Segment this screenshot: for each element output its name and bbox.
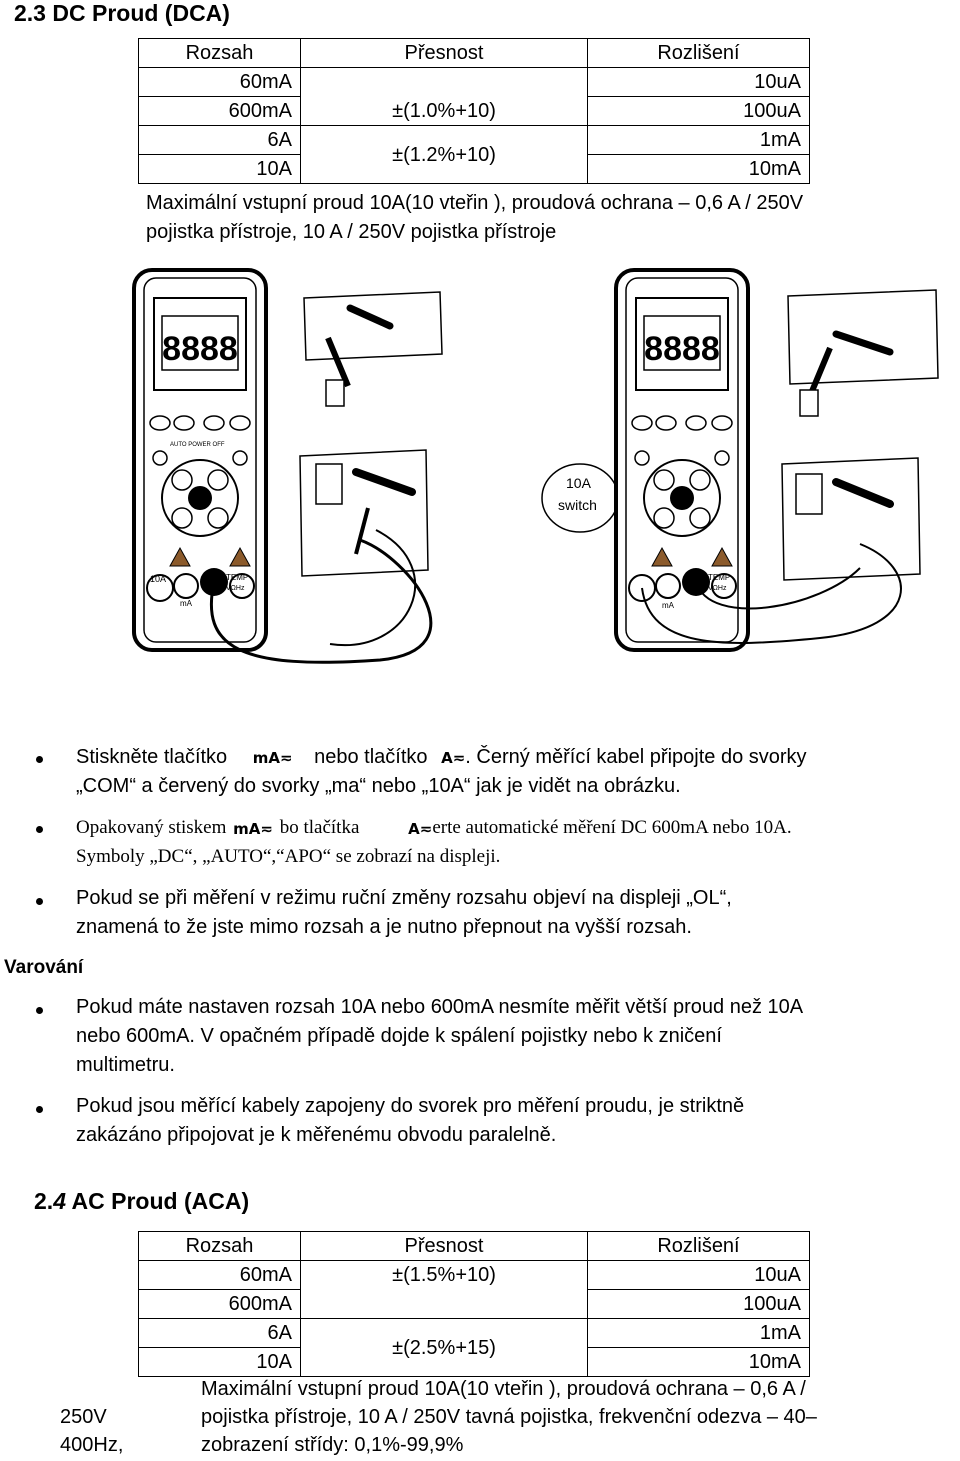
resolution-cell: 100uA: [587, 1289, 810, 1319]
ac-left-label-2: 400Hz,: [60, 1434, 124, 1456]
resolution-cell: 10uA: [587, 67, 810, 97]
instruction-2-line1: Opakovaný stiskem mA≂ bo tlačítka A≂erte…: [76, 817, 792, 839]
bullet-dot: [36, 826, 43, 833]
bullet-dot: [36, 898, 43, 905]
accuracy-cell: ±(1.5%+10): [300, 1260, 588, 1319]
table-header-row: Rozsah Přesnost Rozlišení: [138, 1231, 810, 1261]
ma-button-icon: mA≂: [233, 819, 273, 838]
warning-1-line3: multimetru.: [76, 1054, 175, 1076]
temp-label: TEMP: [708, 573, 730, 582]
resolution-cell: 1mA: [587, 1318, 810, 1348]
instruction-text: nebo tlačítko: [314, 746, 428, 768]
table-row: 10A 10mA: [138, 1347, 810, 1377]
switch-label-10a: 10A: [566, 475, 592, 491]
range-cell: 10A: [138, 154, 301, 184]
resolution-cell: 100uA: [587, 96, 810, 126]
table-row: 10A 10mA: [138, 154, 810, 184]
table-row: 6A ±(1.2%+10) 1mA: [138, 125, 810, 184]
instruction-text: Stiskněte tlačítko: [76, 746, 228, 768]
instruction-3-line2: znamená to že jste mimo rozsah a je nutn…: [76, 916, 692, 938]
ma-button-icon: mA≂: [252, 748, 293, 767]
multimeter-figure: 8888 AUTO POWER OFF 10A mA TEMP VΩHz 10A: [132, 268, 939, 664]
multimeter-left: 8888 AUTO POWER OFF 10A mA TEMP VΩHz: [132, 268, 268, 652]
resolution-cell: 1mA: [587, 125, 810, 155]
ac-left-label-1: 250V: [60, 1406, 107, 1428]
instruction-text: erte automatické měření DC 600mA nebo 10…: [432, 817, 792, 838]
dc-heading: 2.3 DC Proud (DCA): [14, 0, 230, 26]
right-display-digits: 8888: [644, 330, 720, 368]
port-ma-label: mA: [180, 599, 193, 608]
instruction-3-line1: Pokud se při měření v režimu ruční změny…: [76, 887, 732, 909]
instruction-2-line2: Symboly „DC“, „AUTO“,“APO“ se zobrazí na…: [76, 846, 501, 867]
resolution-cell: 10uA: [587, 1260, 810, 1290]
instruction-text: Opakovaný stiskem: [76, 817, 227, 838]
ac-note-line2: pojistka přístroje, 10 A / 250V tavná po…: [201, 1406, 817, 1428]
multimeter-right: 8888 mA TEMP VΩHz: [614, 268, 750, 652]
ac-heading-rest: AC Proud (ACA): [65, 1188, 250, 1214]
instruction-1-line1: Stiskněte tlačítko mA≂ nebo tlačítko A≂.…: [76, 746, 807, 769]
left-display-digits: 8888: [162, 330, 238, 368]
header-accuracy: Přesnost: [300, 1231, 588, 1261]
vohm-label: VΩHz: [708, 585, 727, 592]
a-button-icon: A≂: [441, 748, 466, 767]
header-accuracy: Přesnost: [300, 38, 588, 68]
range-cell: 60mA: [138, 67, 301, 97]
range-cell: 600mA: [138, 1289, 301, 1319]
range-cell: 6A: [138, 1318, 301, 1348]
range-cell: 60mA: [138, 1260, 301, 1290]
ac-note-line1: Maximální vstupní proud 10A(10 vteřin ),…: [201, 1378, 806, 1400]
range-cell: 6A: [138, 125, 301, 155]
port-ma-label: mA: [662, 601, 675, 610]
bullet-dot: [36, 1007, 43, 1014]
dc-note-line1: Maximální vstupní proud 10A(10 vteřin ),…: [146, 192, 804, 214]
instruction-text: bo tlačítka: [279, 817, 360, 838]
header-range: Rozsah: [138, 1231, 301, 1261]
dc-spec-table: Rozsah Přesnost Rozlišení 60mA ±(1.0%+10…: [138, 38, 810, 184]
temp-label: TEMP: [226, 573, 248, 582]
warning-title: Varování: [4, 957, 84, 978]
accuracy-cell: ±(1.2%+10): [300, 125, 588, 184]
range-cell: 10A: [138, 1347, 301, 1377]
port-10a-label: 10A: [150, 574, 166, 584]
header-range: Rozsah: [138, 38, 301, 68]
auto-power-off-label: AUTO POWER OFF: [170, 442, 225, 448]
warning-1-line2: nebo 600mA. V opačném případě dojde k sp…: [76, 1025, 722, 1047]
ac-heading: 2.4 AC Proud (ACA): [34, 1188, 249, 1215]
switch-label-switch: switch: [558, 497, 597, 513]
table-row: 60mA ±(1.5%+10) 10uA: [138, 1260, 810, 1319]
bullet-dot: [36, 756, 43, 763]
header-resolution: Rozlišení: [587, 1231, 810, 1261]
table-row: 6A ±(2.5%+15) 1mA: [138, 1318, 810, 1377]
ac-note-line3: zobrazení střídy: 0,1%-99,9%: [201, 1434, 464, 1456]
table-row: 600mA 100uA: [138, 96, 810, 126]
table-header-row: Rozsah Přesnost Rozlišení: [138, 38, 810, 68]
ac-heading-num: 4: [53, 1188, 66, 1214]
dc-note-line2: pojistka přístroje, 10 A / 250V pojistka…: [146, 221, 557, 243]
warning-1-line1: Pokud máte nastaven rozsah 10A nebo 600m…: [76, 996, 804, 1018]
accuracy-cell: ±(1.0%+10): [300, 67, 588, 126]
warning-2-line1: Pokud jsou měřící kabely zapojeny do svo…: [76, 1095, 745, 1117]
resolution-cell: 10mA: [587, 154, 810, 184]
resolution-cell: 10mA: [587, 1347, 810, 1377]
bullet-dot: [36, 1106, 43, 1113]
a-button-icon: A≂: [408, 819, 433, 838]
header-resolution: Rozlišení: [587, 38, 810, 68]
ac-spec-table: Rozsah Přesnost Rozlišení 60mA ±(1.5%+10…: [138, 1231, 810, 1377]
instruction-text: . Černý měřící kabel připojte do svorky: [465, 746, 807, 768]
accuracy-cell: ±(2.5%+15): [300, 1318, 588, 1377]
ac-heading-prefix: 2.: [34, 1188, 54, 1214]
instruction-1-line2: „COM“ a červený do svorky „ma“ nebo „10A…: [76, 775, 681, 797]
table-row: 60mA ±(1.0%+10) 10uA: [138, 67, 810, 126]
range-cell: 600mA: [138, 96, 301, 126]
warning-2-line2: zakázáno připojovat je k měřenému obvodu…: [76, 1124, 557, 1146]
vohm-label: VΩHz: [226, 585, 245, 592]
